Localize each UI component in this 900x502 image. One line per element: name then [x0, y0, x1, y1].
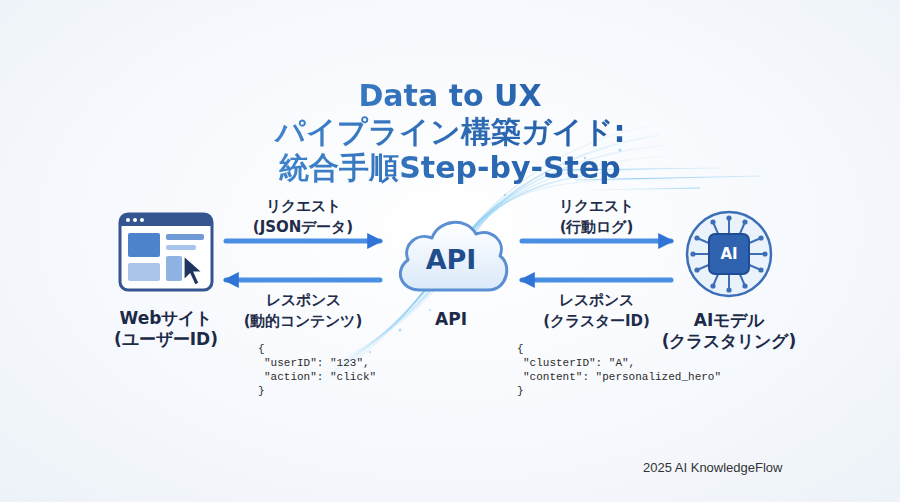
flow-arrow: [226, 239, 380, 244]
ai-model-node: AIAIモデル (クラスタリング): [683, 208, 775, 300]
edge-label: レスポンス (クラスターID): [522, 290, 672, 332]
code-snippet: "userID": "123",: [264, 356, 370, 370]
diagram-title: Data to UX パイプライン構築ガイド: 統合手順Step-by-Step: [190, 78, 710, 186]
node-caption: API: [401, 309, 501, 330]
code-snippet: {: [258, 342, 265, 356]
flow-arrow: [522, 278, 671, 283]
code-snippet: "action": "click": [264, 370, 376, 384]
cloud-text: API: [392, 243, 510, 277]
code-snippet: {: [517, 342, 524, 356]
node-caption: Webサイト (ユーザーID): [81, 308, 251, 351]
code-snippet: }: [517, 384, 524, 398]
code-snippet: }: [258, 384, 265, 398]
chip-text: AI: [711, 245, 747, 264]
code-snippet: "content": "personalized_hero": [523, 370, 721, 384]
node-caption: AIモデル (クラスタリング): [639, 310, 819, 353]
watermark: 2025 AI KnowledgeFlow: [643, 460, 782, 475]
edge-label: レスポンス (動的コンテンツ): [228, 290, 378, 332]
code-snippet: "clusterID": "A",: [523, 356, 635, 370]
api-cloud: APIAPI: [392, 214, 510, 294]
node-outline: [118, 212, 214, 292]
edge-label: リクエスト (JSONデータ): [228, 196, 378, 238]
flow-arrow: [522, 239, 671, 244]
flow-arrow: [226, 278, 380, 283]
website-node: Webサイト (ユーザーID): [118, 212, 214, 292]
edge-label: リクエスト (行動ログ): [522, 196, 672, 238]
